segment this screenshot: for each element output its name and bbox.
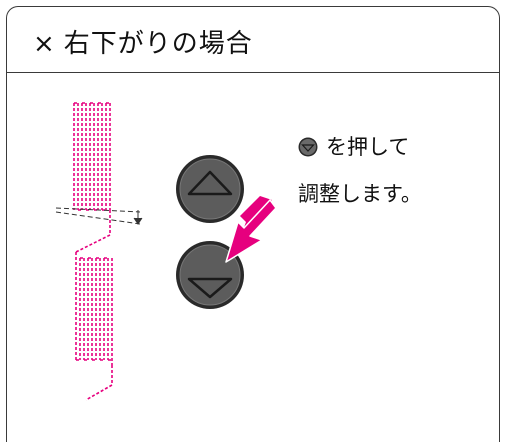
title-text: 右下がりの場合	[63, 29, 253, 59]
instruction-line-2: 調整します。	[298, 182, 422, 206]
up-arrow-button-icon	[176, 155, 244, 223]
cross-mark-icon: ×	[33, 29, 56, 59]
slope-indicator	[55, 207, 143, 225]
pink-pointer-arrow-icon	[225, 196, 277, 263]
instruction-line-1-text: を押して	[326, 135, 410, 159]
panel-frame	[6, 6, 500, 442]
panel-title: ×右下がりの場合	[33, 23, 253, 60]
panel-header: ×右下がりの場合	[7, 7, 499, 73]
down-button-mini-icon	[298, 137, 318, 157]
instruction-line-1: を押して	[298, 124, 422, 171]
stitch-pattern-illustration	[73, 102, 113, 401]
instruction-text: を押して 調整します。	[298, 124, 422, 218]
